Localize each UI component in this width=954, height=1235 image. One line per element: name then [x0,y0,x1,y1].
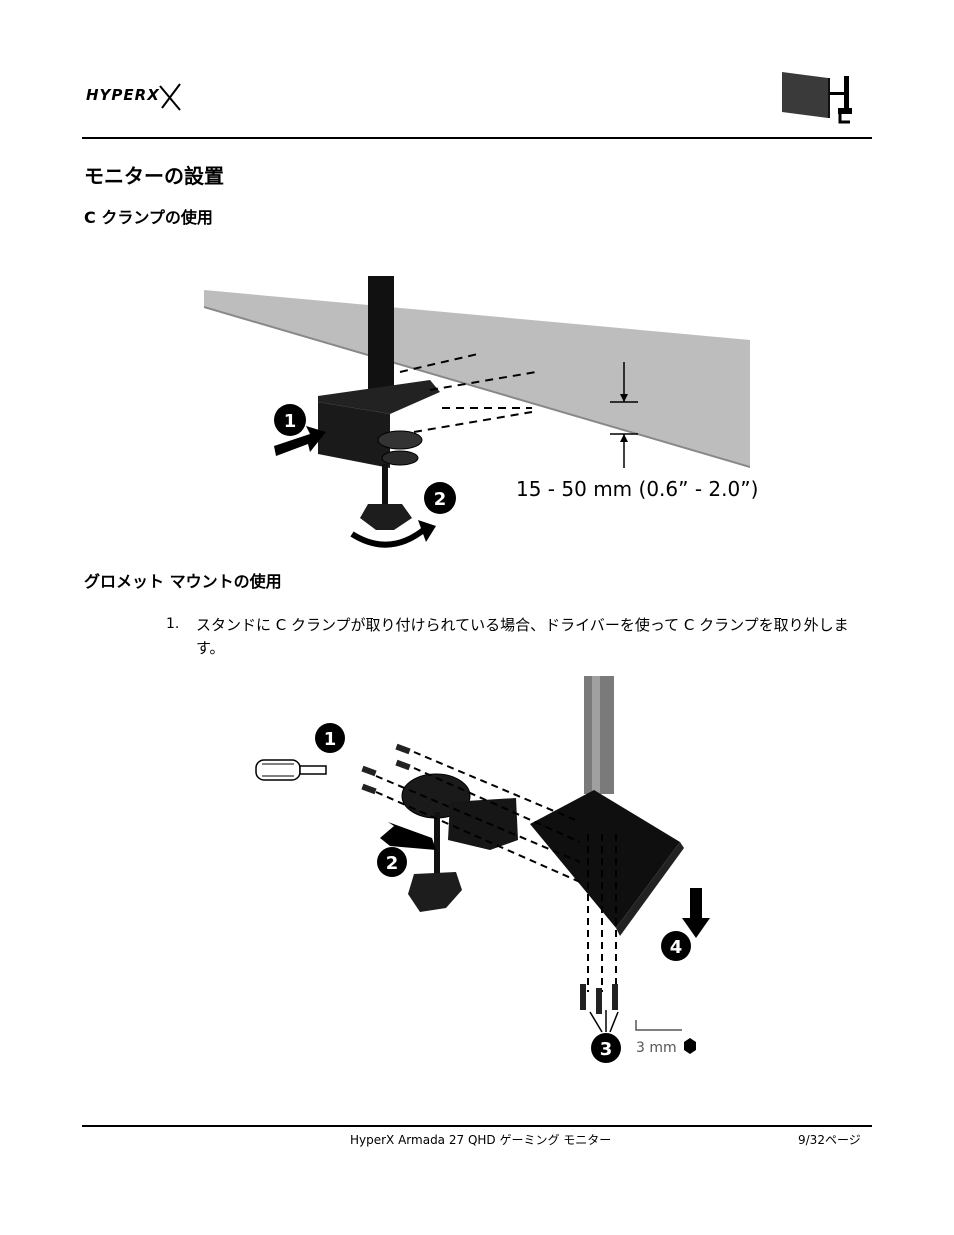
c-clamp-illustration: 1 2 15 - 50 mm (0.6” - 2.0”) [204,276,758,548]
svg-text:1: 1 [284,411,297,432]
clamp-bracket [448,798,518,850]
footer-page-number: 9/32ページ [798,1133,861,1147]
bottom-screws-icon [580,984,618,1014]
push-arrow-icon [380,822,436,850]
section-heading-grommet-mount: グロメット マウントの使用 [84,572,282,591]
push-arrow-icon [274,426,326,456]
remove-c-clamp-illustration: 1 2 3 4 3 mm [255,676,710,1063]
svg-text:4: 4 [670,937,683,958]
step-number: 1. [166,616,180,632]
base-plate [530,790,680,928]
hyperx-logo-icon [159,83,181,111]
clamp-body [318,380,440,414]
hex-key-label: 3 mm [636,1040,677,1056]
stand-pole [368,276,394,404]
callout-2: 2 [424,482,456,514]
callout-2: 2 [377,847,407,877]
svg-text:1: 1 [324,729,337,750]
svg-text:2: 2 [434,489,447,510]
monitor-arm-icon [782,72,852,124]
clamp-side [318,402,390,468]
dimension-label: 15 - 50 mm (0.6” - 2.0”) [516,477,758,501]
desk-surface [204,290,750,468]
svg-text:2: 2 [386,853,399,874]
svg-text:3: 3 [600,1039,613,1060]
footer-divider [82,1125,872,1127]
logo-text: HYPERX [86,86,160,104]
screws-icon [361,743,411,795]
screwdriver-icon [255,759,327,781]
callout-1: 1 [274,404,306,436]
callout-3: 3 [591,1033,621,1063]
section-heading-c-clamp: C クランプの使用 [84,208,213,227]
footer-document-title: HyperX Armada 27 QHD ゲーミング モニター [350,1133,612,1147]
desk-edge [204,306,750,468]
clamp-knob [360,504,412,530]
rotate-arrow-icon [350,525,428,548]
callout-4: 4 [661,931,691,961]
step-text: スタンドに C クランプが取り付けられている場合、ドライバーを使って C クラン… [196,616,849,657]
header-divider [82,137,872,139]
callout-1: 1 [315,723,345,753]
hex-icon [684,1038,696,1054]
clamp-knob [408,872,462,912]
hyperx-logo: HYPERX [86,83,181,111]
page-title: モニターの設置 [84,164,224,188]
down-arrow-icon [682,888,710,938]
